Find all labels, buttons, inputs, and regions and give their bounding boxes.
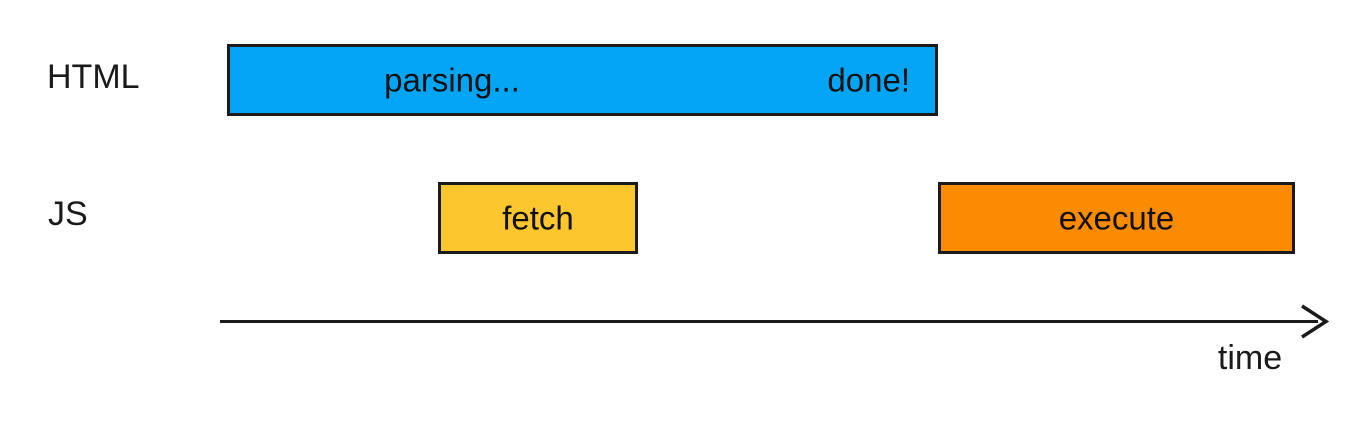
time-axis-label: time xyxy=(1217,339,1283,377)
row-label-js: JS xyxy=(48,195,88,233)
arrow-head-icon xyxy=(1301,304,1330,339)
fetch-bar: fetch xyxy=(438,182,638,254)
execute-label: execute xyxy=(1058,199,1175,237)
row-label-html: HTML xyxy=(47,58,140,96)
parsing-label: parsing... xyxy=(384,61,520,99)
parsing-bar: parsing... done! xyxy=(227,44,938,116)
done-label: done! xyxy=(827,61,910,99)
execute-bar: execute xyxy=(938,182,1295,254)
fetch-label: fetch xyxy=(502,199,574,237)
